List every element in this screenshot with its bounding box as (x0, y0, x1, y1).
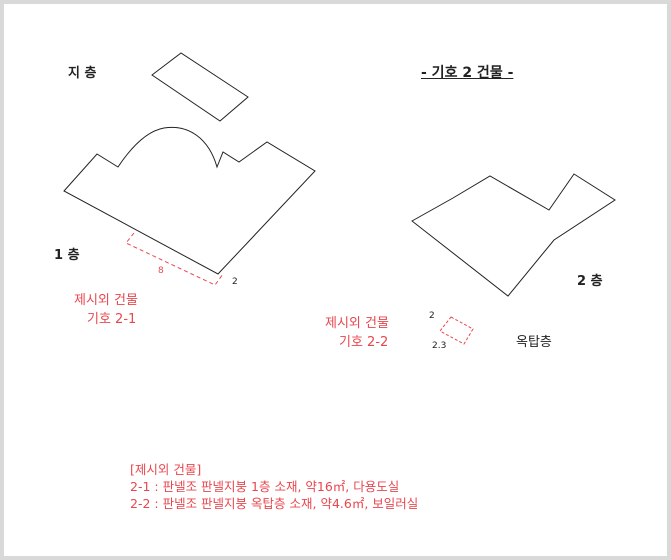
floor-plan-drawing (63, 52, 616, 345)
notes-heading: [제시외 건물] (130, 462, 202, 477)
annex-a-width-dim: 2 (232, 277, 238, 287)
basement-outline (151, 52, 249, 122)
second-floor-label: 2 층 (577, 274, 603, 289)
building-title: - 기호 2 건물 - (421, 65, 514, 81)
annex-2-2-outline (439, 316, 474, 345)
rooftop-floor-label: 옥탑층 (516, 335, 552, 350)
drawing-sheet: 지 층 1 층 2 층 옥탑층 - 기호 2 건물 - 8 2 제시외 건물 기… (4, 4, 667, 556)
notes-item-2-1: 2-1 : 판넬조 판넬지붕 1층 소재, 약16㎡, 다용도실 (130, 479, 400, 494)
annex-a-length-dim: 8 (158, 266, 164, 276)
first-floor-outline (63, 126, 316, 275)
annex-a-caption-line2: 기호 2-1 (87, 312, 137, 327)
first-floor-label: 1 층 (54, 248, 80, 263)
annex-b-width-dim: 2 (429, 311, 435, 321)
second-floor-outline (411, 173, 616, 297)
annex-b-caption-line1: 제시외 건물 (325, 316, 389, 331)
annex-b-caption-line2: 기호 2-2 (339, 335, 389, 350)
notes-item-2-2: 2-2 : 판넬조 판넬지붕 옥탑층 소재, 약4.6㎡, 보일러실 (130, 496, 419, 511)
annex-b-length-dim: 2.3 (432, 341, 447, 351)
annex-a-caption-line1: 제시외 건물 (74, 293, 138, 308)
annex-2-1-outline (125, 232, 224, 286)
basement-floor-label: 지 층 (68, 66, 97, 81)
